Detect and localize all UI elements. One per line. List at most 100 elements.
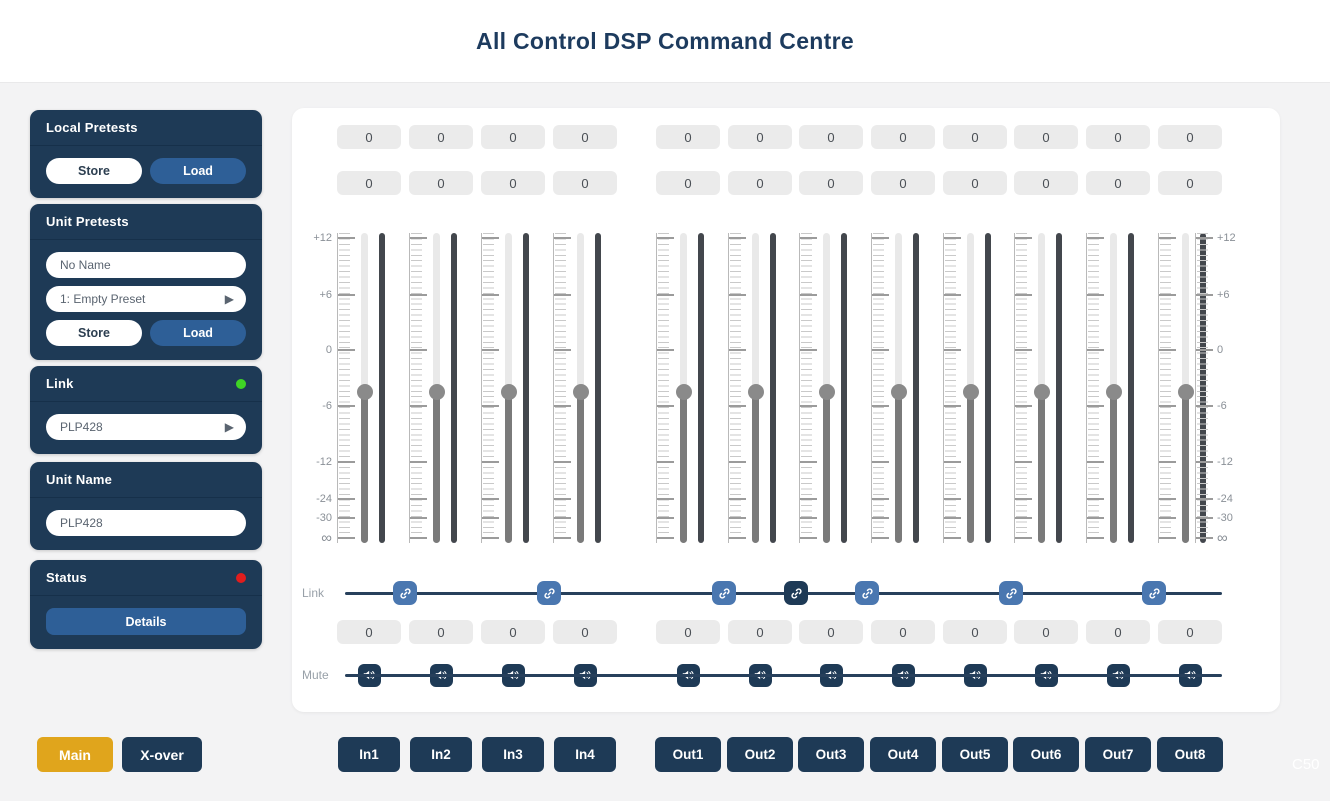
- preset-name-input[interactable]: [46, 252, 246, 278]
- status-details-button[interactable]: Details: [46, 608, 246, 635]
- fader-fill-In4: [577, 392, 584, 543]
- scale-label-left: -6: [322, 399, 332, 412]
- value-box-top-In1[interactable]: 0: [337, 125, 401, 149]
- channel-button-in4[interactable]: In4: [554, 737, 616, 772]
- local-store-button[interactable]: Store: [46, 158, 142, 184]
- link-button-In3-In4[interactable]: [537, 581, 561, 605]
- value-box-top-In2[interactable]: 0: [409, 125, 473, 149]
- value-box-second-Out8[interactable]: 0: [1158, 171, 1222, 195]
- chevron-right-icon: ▶: [224, 420, 234, 434]
- channel-button-in1[interactable]: In1: [338, 737, 400, 772]
- channel-button-out4[interactable]: Out4: [870, 737, 936, 772]
- fader-handle-Out5[interactable]: [962, 384, 979, 401]
- value-box-gain-Out2[interactable]: 0: [728, 620, 792, 644]
- value-box-gain-Out8[interactable]: 0: [1158, 620, 1222, 644]
- value-box-top-Out7[interactable]: 0: [1086, 125, 1150, 149]
- link-device-select[interactable]: PLP428 ▶: [46, 414, 246, 440]
- value-box-second-Out2[interactable]: 0: [728, 171, 792, 195]
- link-button-In1-In2[interactable]: [393, 581, 417, 605]
- scale-major-tick: [729, 537, 746, 540]
- scale-major-tick: [944, 348, 961, 351]
- fader-handle-Out2[interactable]: [747, 384, 764, 401]
- fader-handle-In3[interactable]: [500, 384, 517, 401]
- value-box-top-In3[interactable]: 0: [481, 125, 545, 149]
- value-box-gain-Out4[interactable]: 0: [871, 620, 935, 644]
- value-box-second-Out3[interactable]: 0: [799, 171, 863, 195]
- unit-name-input[interactable]: [46, 510, 246, 536]
- main-view-button[interactable]: Main: [37, 737, 113, 772]
- preset-select[interactable]: 1: Empty Preset ▶: [46, 286, 246, 312]
- channel-button-out3[interactable]: Out3: [798, 737, 864, 772]
- local-presets-panel: Local Pretests Store Load: [30, 110, 262, 198]
- channel-button-out7[interactable]: Out7: [1085, 737, 1151, 772]
- fader-handle-In4[interactable]: [572, 384, 589, 401]
- fader-handle-Out8[interactable]: [1177, 384, 1194, 401]
- value-box-second-Out7[interactable]: 0: [1086, 171, 1150, 195]
- value-box-top-Out8[interactable]: 0: [1158, 125, 1222, 149]
- value-box-top-In4[interactable]: 0: [553, 125, 617, 149]
- value-box-second-In3[interactable]: 0: [481, 171, 545, 195]
- value-box-gain-Out3[interactable]: 0: [799, 620, 863, 644]
- value-box-gain-In2[interactable]: 0: [409, 620, 473, 644]
- channel-button-out2[interactable]: Out2: [727, 737, 793, 772]
- scale-major-tick: [872, 236, 889, 239]
- value-box-gain-Out7[interactable]: 0: [1086, 620, 1150, 644]
- scale-major-tick: [800, 461, 817, 464]
- fader-fill-Out2: [752, 392, 759, 543]
- fader-handle-Out7[interactable]: [1105, 384, 1122, 401]
- fader-handle-Out3[interactable]: [818, 384, 835, 401]
- link-button-Out1-Out2[interactable]: [712, 581, 736, 605]
- value-box-top-Out4[interactable]: 0: [871, 125, 935, 149]
- value-box-second-In2[interactable]: 0: [409, 171, 473, 195]
- value-box-top-Out3[interactable]: 0: [799, 125, 863, 149]
- fader-handle-In1[interactable]: [356, 384, 373, 401]
- value-box-gain-In1[interactable]: 0: [337, 620, 401, 644]
- scale-major-tick: [872, 537, 889, 540]
- fader-handle-Out4[interactable]: [890, 384, 907, 401]
- link-button-Out7-Out8[interactable]: [1142, 581, 1166, 605]
- value-box-gain-In4[interactable]: 0: [553, 620, 617, 644]
- channel-button-in3[interactable]: In3: [482, 737, 544, 772]
- channel-button-out6[interactable]: Out6: [1013, 737, 1079, 772]
- value-box-second-In4[interactable]: 0: [553, 171, 617, 195]
- unit-presets-header: Unit Pretests: [30, 204, 262, 240]
- scale-major-tick: [338, 537, 355, 540]
- value-box-second-Out1[interactable]: 0: [656, 171, 720, 195]
- link-button-Out5-Out6[interactable]: [999, 581, 1023, 605]
- value-box-top-Out5[interactable]: 0: [943, 125, 1007, 149]
- value-box-second-Out5[interactable]: 0: [943, 171, 1007, 195]
- scale-major-tick: [1196, 348, 1213, 351]
- fader-handle-Out6[interactable]: [1033, 384, 1050, 401]
- value-box-second-In1[interactable]: 0: [337, 171, 401, 195]
- unit-store-button[interactable]: Store: [46, 320, 142, 346]
- scale-major-tick: [482, 497, 499, 500]
- xover-view-button[interactable]: X-over: [122, 737, 202, 772]
- scale-major-tick: [1087, 348, 1104, 351]
- scale-major-tick: [338, 461, 355, 464]
- value-box-gain-Out5[interactable]: 0: [943, 620, 1007, 644]
- value-box-gain-Out6[interactable]: 0: [1014, 620, 1078, 644]
- value-box-top-Out2[interactable]: 0: [728, 125, 792, 149]
- scale-major-tick: [657, 516, 674, 519]
- channel-button-out1[interactable]: Out1: [655, 737, 721, 772]
- scale-major-tick: [554, 461, 571, 464]
- scale-major-tick: [482, 537, 499, 540]
- unit-load-button[interactable]: Load: [150, 320, 246, 346]
- channel-button-out5[interactable]: Out5: [942, 737, 1008, 772]
- value-box-top-Out1[interactable]: 0: [656, 125, 720, 149]
- link-button-Out2-Out3[interactable]: [784, 581, 808, 605]
- scale-major-tick: [1087, 294, 1104, 296]
- local-load-button[interactable]: Load: [150, 158, 246, 184]
- level-meter-In1: [379, 233, 385, 543]
- channel-button-out8[interactable]: Out8: [1157, 737, 1223, 772]
- value-box-gain-In3[interactable]: 0: [481, 620, 545, 644]
- value-box-second-Out6[interactable]: 0: [1014, 171, 1078, 195]
- fader-handle-In2[interactable]: [428, 384, 445, 401]
- value-box-top-Out6[interactable]: 0: [1014, 125, 1078, 149]
- preset-select-value: 1: Empty Preset: [60, 292, 146, 306]
- channel-button-in2[interactable]: In2: [410, 737, 472, 772]
- link-button-Out3-Out4[interactable]: [855, 581, 879, 605]
- fader-handle-Out1[interactable]: [675, 384, 692, 401]
- value-box-gain-Out1[interactable]: 0: [656, 620, 720, 644]
- value-box-second-Out4[interactable]: 0: [871, 171, 935, 195]
